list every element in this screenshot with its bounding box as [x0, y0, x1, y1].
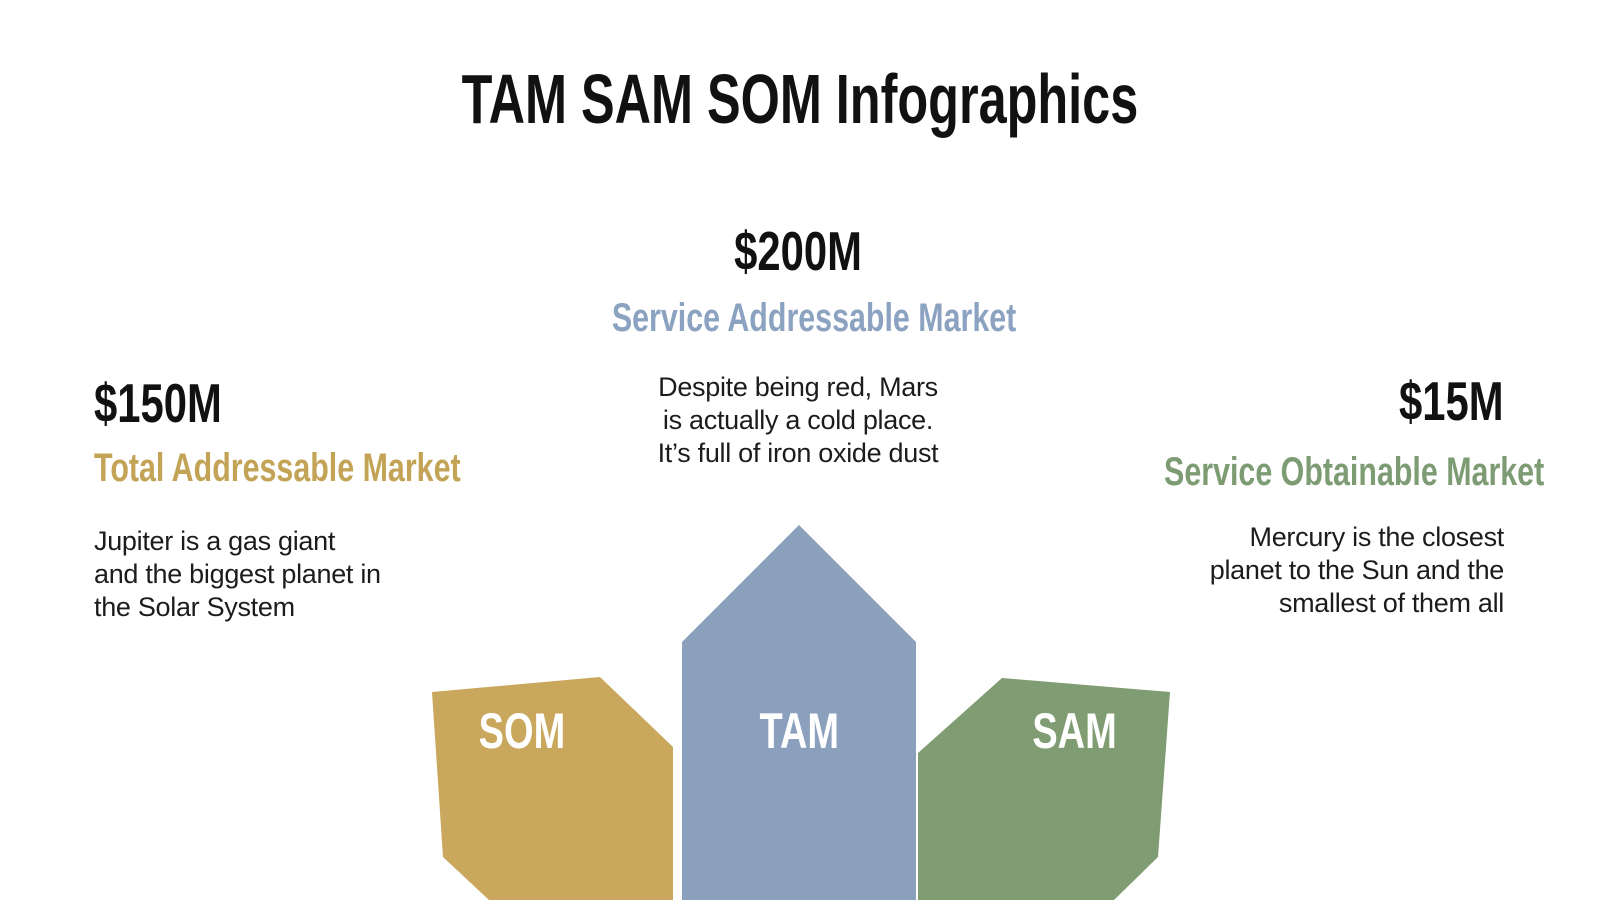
value-service-obtainable: $15M	[1399, 370, 1504, 432]
tam-tower-shape	[682, 525, 916, 900]
description-service-addressable: Despite being red, Mars is actually a co…	[657, 372, 939, 468]
page-title: TAM SAM SOM Infographics	[0, 57, 1600, 141]
callout-total-addressable: $150M Total Addressable Market Jupiter i…	[94, 370, 554, 624]
sam-petal-shape	[918, 678, 1170, 900]
callout-service-addressable: $200M Service Addressable Market Despite…	[548, 218, 1048, 470]
value-service-addressable: $200M	[734, 220, 862, 282]
page-title-text: TAM SAM SOM Infographics	[461, 60, 1139, 138]
value-total-addressable: $150M	[94, 372, 222, 434]
heading-service-addressable: Service Addressable Market	[611, 296, 1017, 340]
callout-service-obtainable: $15M Service Obtainable Market Mercury i…	[1044, 368, 1545, 620]
heading-total-addressable: Total Addressable Market	[94, 446, 461, 490]
tam-shape-label: TAM	[759, 703, 839, 759]
description-service-obtainable: Mercury is the closest planet to the Sun…	[1209, 522, 1505, 618]
description-total-addressable: Jupiter is a gas giant and the biggest p…	[94, 526, 381, 622]
som-petal-shape	[432, 677, 673, 900]
heading-service-obtainable: Service Obtainable Market	[1164, 450, 1545, 494]
som-shape-label: SOM	[478, 703, 566, 759]
sam-shape-label: SAM	[1032, 703, 1118, 759]
